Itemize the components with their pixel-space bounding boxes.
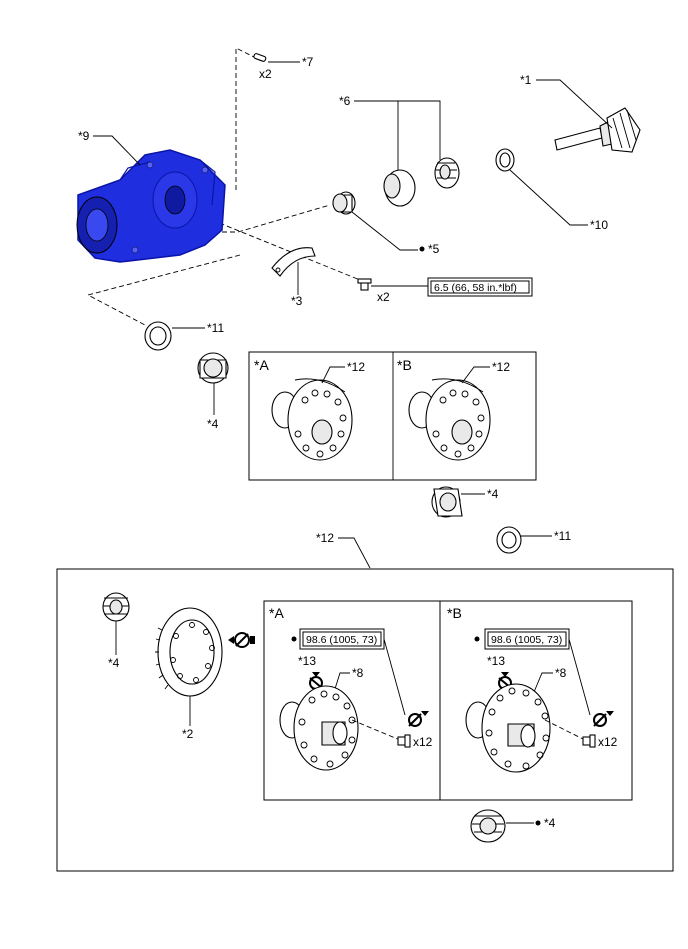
drive-pinion-part-1 (554, 107, 641, 153)
bolt-icon-b (582, 734, 596, 748)
variant-panel-top (248, 351, 537, 481)
non-reusable-dot-icon-4 (535, 820, 541, 826)
label-part-8-a: *8 (352, 666, 364, 680)
differential-case-assembly-top-b (408, 378, 491, 461)
label-part-11-upper: *11 (207, 321, 224, 335)
differential-case-assembly-top-a (271, 378, 353, 461)
exploded-panel-bottom (56, 568, 674, 872)
bearing-part-4-upper (197, 352, 229, 384)
oil-deflector-part-3 (271, 247, 316, 277)
label-part-5: *5 (428, 242, 440, 256)
oil-seal-part-11-lower (496, 526, 522, 554)
variant-label-top-b: *B (397, 357, 412, 373)
label-part-3: *3 (291, 294, 303, 308)
svg-text:6.5 (66, 58 in.*lbf): 6.5 (66, 58 in.*lbf) (434, 282, 517, 294)
spacer-part-5 (332, 191, 356, 215)
non-reusable-dot-icon-b (474, 636, 480, 642)
label-part-4-lower-right: *4 (544, 816, 556, 830)
ring-gear-part-2 (155, 607, 223, 697)
torque-spec-case-a: 98.6 (1005, 73) (299, 628, 385, 650)
label-part-12-bottom: *12 (316, 531, 334, 545)
oil-seal-part-11-upper (144, 321, 172, 351)
qty-bolts-b: x12 (598, 735, 618, 749)
label-part-4-upper: *4 (207, 417, 219, 431)
grease-apply-icon-a2 (408, 711, 429, 727)
label-part-11-lower: *11 (554, 529, 571, 543)
qty-bolt: x2 (377, 290, 390, 304)
bearing-outer-race-part-6 (383, 169, 416, 207)
torque-spec-case-b: 98.6 (1005, 73) (484, 628, 570, 650)
bearing-part-4-middle (431, 486, 463, 518)
variant-panel-bottom-a (263, 600, 441, 801)
grease-apply-icon (228, 632, 255, 648)
differential-carrier-housing (76, 149, 226, 263)
qty-pin: x2 (259, 67, 272, 81)
svg-text:98.6 (1005, 73): 98.6 (1005, 73) (491, 634, 562, 646)
variant-panel-bottom-b (439, 600, 633, 801)
variant-label-bottom-a: *A (269, 605, 284, 621)
label-part-9: *9 (78, 129, 90, 143)
label-part-12-top-b: *12 (492, 360, 510, 374)
svg-text:98.6 (1005, 73): 98.6 (1005, 73) (306, 634, 377, 646)
non-reusable-dot-icon-a (291, 636, 297, 642)
bearing-part-4-lower-right (470, 809, 506, 843)
pin-part-7 (253, 53, 267, 62)
bearing-cone-part-6 (434, 157, 460, 189)
bearing-part-4-lower-left (102, 592, 130, 622)
label-part-8-b: *8 (555, 666, 567, 680)
label-part-10: *10 (590, 218, 608, 232)
variant-label-bottom-b: *B (447, 605, 462, 621)
differential-case-part-8-a (279, 685, 359, 771)
non-reusable-dot-icon (419, 246, 425, 252)
torque-spec-bolt: 6.5 (66, 58 in.*lbf) (427, 277, 533, 297)
label-part-13-b: *13 (487, 654, 505, 668)
label-part-12-top-a: *12 (347, 360, 365, 374)
label-part-4-lower-left: *4 (108, 656, 120, 670)
qty-bolts-a: x12 (413, 735, 433, 749)
label-part-4-middle: *4 (487, 487, 499, 501)
bolt-icon (357, 278, 372, 291)
label-part-7: *7 (302, 55, 314, 69)
differential-case-part-8-b (465, 683, 551, 773)
oil-seal-part-10 (495, 148, 515, 172)
label-part-6: *6 (339, 94, 351, 108)
label-part-13-a: *13 (298, 654, 316, 668)
variant-label-top-a: *A (254, 357, 269, 373)
bolt-icon-a (397, 734, 411, 748)
label-part-2: *2 (182, 727, 194, 741)
label-part-1: *1 (520, 73, 532, 87)
grease-apply-icon-b2 (593, 711, 614, 727)
